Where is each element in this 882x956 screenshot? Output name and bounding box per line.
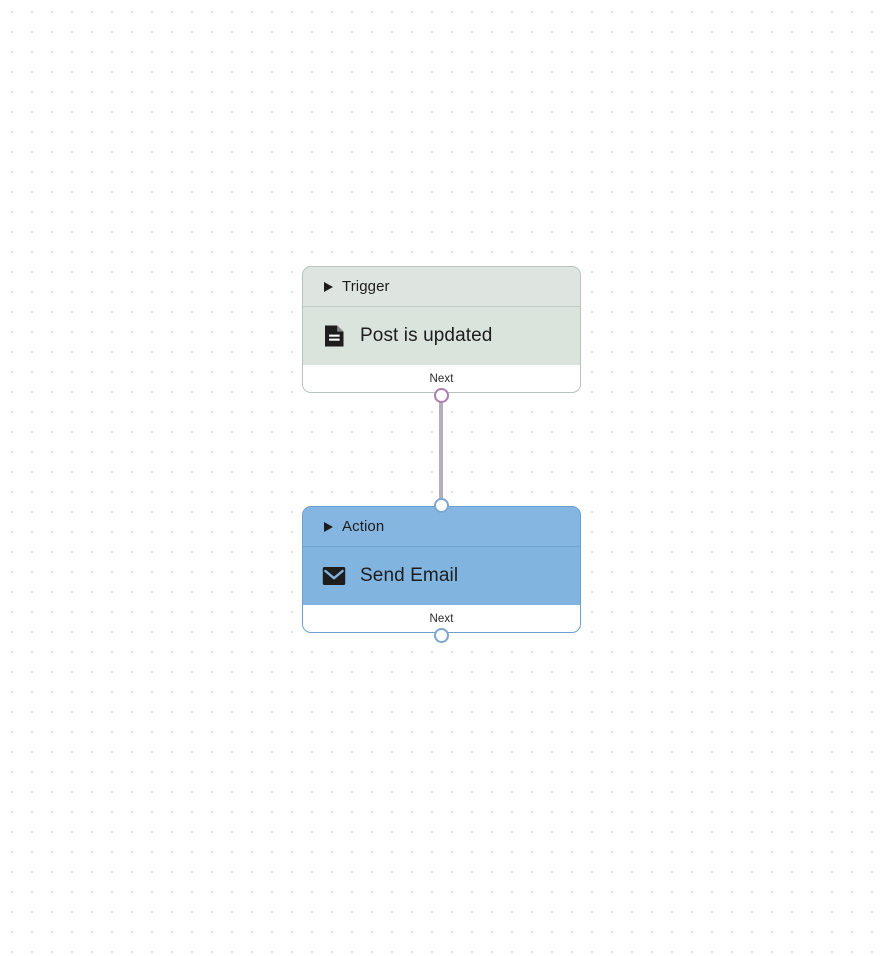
action-input-port[interactable] bbox=[434, 498, 449, 513]
node-action[interactable]: Action Send Email Next bbox=[302, 506, 581, 633]
document-icon bbox=[322, 324, 346, 348]
triangle-right-icon[interactable] bbox=[324, 521, 333, 532]
action-body[interactable]: Send Email bbox=[303, 547, 580, 605]
action-next-label: Next bbox=[429, 612, 454, 625]
node-trigger[interactable]: Trigger Post is updated Next bbox=[302, 266, 581, 393]
action-title: Send Email bbox=[360, 565, 459, 586]
envelope-icon bbox=[322, 564, 346, 588]
trigger-header[interactable]: Trigger bbox=[303, 267, 580, 307]
action-header[interactable]: Action bbox=[303, 507, 580, 547]
action-header-label: Action bbox=[342, 518, 385, 535]
triangle-right-icon[interactable] bbox=[324, 281, 333, 292]
edge-trigger-to-action[interactable] bbox=[439, 398, 443, 506]
trigger-body[interactable]: Post is updated bbox=[303, 307, 580, 365]
trigger-footer[interactable]: Next bbox=[303, 365, 580, 392]
trigger-header-label: Trigger bbox=[342, 278, 390, 295]
action-footer[interactable]: Next bbox=[303, 605, 580, 632]
trigger-next-label: Next bbox=[429, 372, 454, 385]
action-next-port[interactable] bbox=[434, 628, 449, 643]
trigger-next-port[interactable] bbox=[434, 388, 449, 403]
trigger-title: Post is updated bbox=[360, 325, 493, 346]
